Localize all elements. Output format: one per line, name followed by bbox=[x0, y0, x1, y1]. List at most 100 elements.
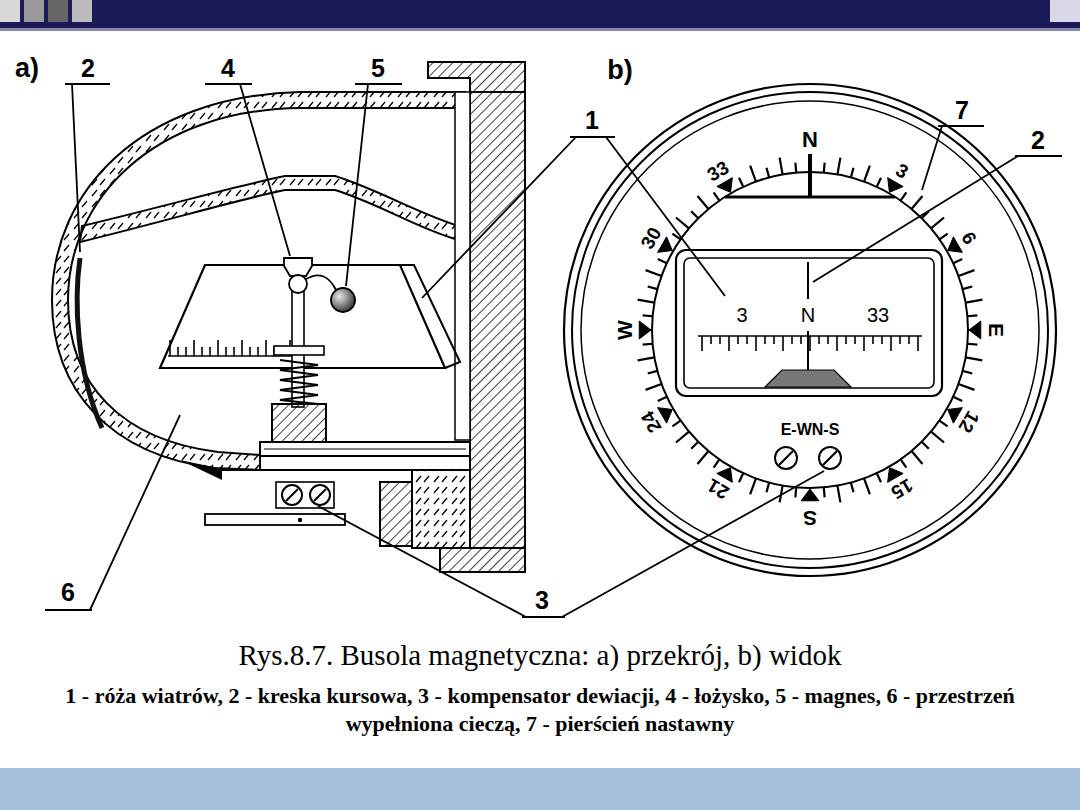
dial-tick bbox=[714, 192, 720, 200]
card-tick bbox=[836, 336, 838, 351]
dial-tick bbox=[958, 384, 974, 390]
dial-tick bbox=[922, 442, 929, 449]
dial-tick bbox=[939, 421, 947, 427]
callout-number: 3 bbox=[535, 588, 549, 613]
bearing bbox=[284, 258, 312, 276]
dial-tick bbox=[877, 473, 881, 482]
magnet bbox=[331, 288, 355, 312]
dial-tick bbox=[901, 192, 907, 200]
bar-square bbox=[72, 0, 92, 22]
dial-tick bbox=[953, 397, 962, 401]
dial-tick bbox=[912, 451, 923, 464]
card-tick bbox=[917, 336, 919, 351]
bar-square bbox=[0, 0, 20, 22]
card-pedestal bbox=[765, 370, 851, 387]
screw-slot bbox=[286, 489, 326, 501]
card-window bbox=[676, 250, 942, 396]
callout-number: 7 bbox=[955, 98, 969, 123]
base-platform bbox=[260, 442, 470, 456]
dial-tick bbox=[646, 384, 662, 390]
spring bbox=[280, 360, 318, 404]
card-tick bbox=[827, 336, 829, 344]
dial-tick bbox=[966, 300, 983, 303]
dial-tick bbox=[676, 218, 689, 229]
bottom-flange bbox=[440, 548, 525, 572]
dial-tick bbox=[794, 487, 797, 497]
card-tick bbox=[773, 336, 775, 344]
magnet-arm bbox=[306, 275, 336, 290]
bar-square bbox=[24, 0, 44, 22]
dial-tick bbox=[823, 163, 826, 173]
card-scale bbox=[702, 336, 918, 351]
card-tick bbox=[217, 340, 219, 356]
card-tick bbox=[701, 336, 703, 351]
card-tick bbox=[890, 336, 892, 351]
dial-tick bbox=[658, 397, 667, 401]
card-tick bbox=[177, 347, 179, 356]
card-tick bbox=[818, 336, 820, 344]
dial-tick bbox=[691, 211, 698, 218]
dial-tick bbox=[912, 196, 923, 209]
dial-tick bbox=[864, 166, 870, 182]
bar-square bbox=[1050, 0, 1080, 22]
cross-section bbox=[52, 62, 525, 572]
card-tick bbox=[800, 336, 802, 344]
dial-tick bbox=[767, 483, 770, 493]
card-tick bbox=[899, 336, 901, 344]
screw-slot bbox=[779, 451, 837, 465]
dial-pointer bbox=[969, 321, 981, 339]
leader-line bbox=[318, 471, 824, 617]
bottom-bar bbox=[0, 768, 1080, 810]
dial-pointer bbox=[801, 489, 819, 501]
card-tick bbox=[728, 336, 730, 351]
callout-number: 2 bbox=[81, 56, 95, 81]
dial-tick bbox=[658, 259, 667, 263]
leader-line bbox=[205, 84, 290, 256]
dial-pointer bbox=[639, 321, 651, 339]
card-tick bbox=[209, 347, 211, 356]
dial-tick bbox=[739, 178, 743, 187]
callout-number: 2 bbox=[1031, 128, 1045, 153]
card-tick bbox=[193, 340, 195, 356]
card-tick bbox=[265, 340, 267, 356]
dial-letter: W bbox=[614, 320, 635, 340]
panel-letter: b) bbox=[607, 57, 632, 84]
dial-tick bbox=[823, 487, 826, 497]
card-tick bbox=[746, 336, 748, 344]
dial-tick bbox=[953, 259, 962, 263]
dial-tick bbox=[931, 432, 944, 443]
dial-tick bbox=[698, 451, 709, 464]
card-tick bbox=[881, 336, 883, 344]
card-tick bbox=[872, 336, 874, 344]
dial-tick bbox=[767, 168, 770, 178]
bearing-cup bbox=[289, 275, 307, 293]
dial-tick bbox=[851, 483, 854, 493]
dial-letter: S bbox=[803, 508, 817, 529]
leader-line bbox=[813, 156, 1062, 282]
lubber-mark bbox=[808, 154, 812, 197]
callout-number: 1 bbox=[585, 108, 599, 133]
inner-lens bbox=[80, 176, 465, 242]
bezel-ring bbox=[581, 101, 1039, 559]
leader-line bbox=[922, 126, 984, 190]
dial-tick bbox=[638, 357, 655, 360]
card-tick bbox=[809, 336, 811, 351]
dial-tick bbox=[750, 478, 756, 494]
callout-number: 6 bbox=[61, 580, 75, 605]
pivot-base bbox=[272, 404, 326, 442]
leader-line bbox=[65, 84, 110, 252]
card-tick bbox=[710, 336, 712, 344]
leader-line bbox=[422, 137, 725, 298]
outer-ring bbox=[572, 92, 1048, 568]
top-flange bbox=[428, 62, 525, 92]
card-tick bbox=[737, 336, 739, 344]
compensator-label: E-WN-S bbox=[781, 422, 840, 438]
dial-tick bbox=[963, 287, 973, 290]
panel-letter: a) bbox=[15, 55, 39, 82]
compass-view bbox=[564, 84, 1056, 576]
shaft-collar bbox=[274, 346, 324, 355]
dial-tick bbox=[739, 473, 743, 482]
housing-window bbox=[412, 470, 470, 548]
bar-rule bbox=[0, 28, 1080, 31]
